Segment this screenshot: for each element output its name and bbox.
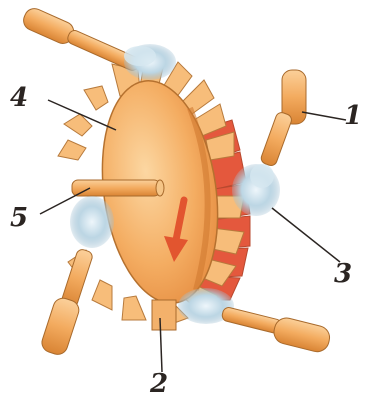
label-3: 3 [334, 259, 352, 289]
label-5: 5 [10, 203, 28, 233]
shaft [152, 300, 176, 330]
label-2: 2 [149, 369, 168, 394]
nozzle-top-left [20, 5, 176, 80]
nozzle-bottom-left [39, 196, 114, 357]
nozzle-right [232, 70, 306, 216]
label-1: 1 [344, 101, 362, 131]
axle [72, 180, 164, 196]
nozzle-bottom-right [178, 288, 332, 354]
label-4: 4 [10, 83, 28, 113]
